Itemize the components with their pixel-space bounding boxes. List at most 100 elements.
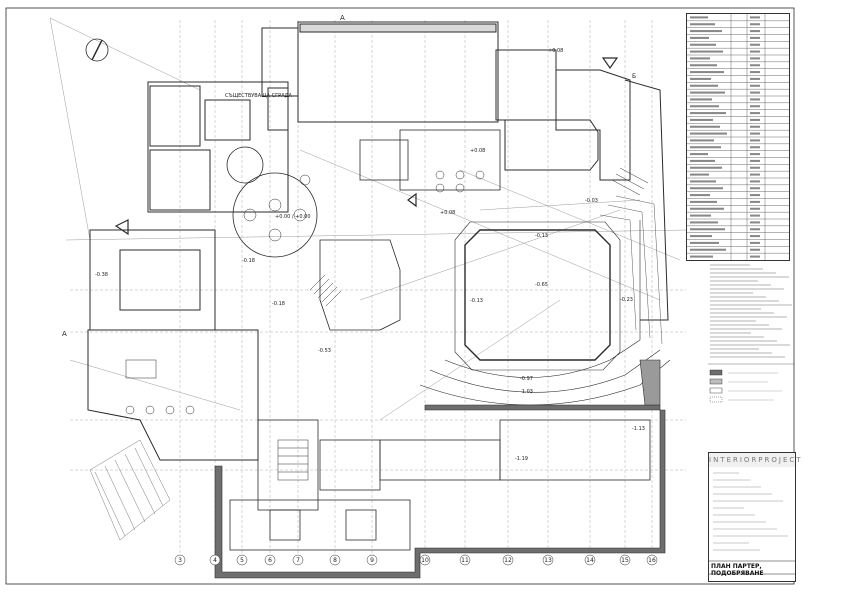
schedule-row-text: [690, 207, 724, 210]
elevation-mark: -1.13: [632, 426, 645, 432]
grid-label: 13: [544, 557, 552, 564]
section-mark-b: Б: [632, 73, 636, 80]
elevation-mark: -0.97: [520, 376, 533, 382]
schedule-row-area: [750, 125, 760, 128]
hatched-ramp: [89, 439, 171, 541]
schedule-row-area: [750, 91, 760, 94]
schedule-row-area: [750, 146, 760, 149]
elevation-mark: +0.08: [548, 48, 563, 54]
schedule-row-text: [690, 57, 710, 60]
schedule-row-area: [750, 98, 760, 101]
elevation-mark: -0.53: [318, 348, 331, 354]
grid-label: 4: [213, 557, 217, 564]
schedule-row-area: [750, 64, 760, 67]
grid-label: 11: [461, 557, 469, 564]
schedule-row-area: [750, 16, 760, 19]
grid-label: 15: [621, 557, 629, 564]
legend-swatch-existing: [709, 387, 723, 394]
grid-label: 8: [333, 557, 337, 564]
schedule-row-area: [750, 159, 760, 162]
schedule-row-text: [690, 112, 726, 115]
grid-label: 16: [648, 557, 656, 564]
schedule-row-text: [690, 105, 719, 108]
schedule-row-area: [750, 241, 760, 244]
north-arrow-icon: [85, 38, 109, 62]
schedule-row-text: [690, 187, 723, 190]
schedule-row-area: [750, 153, 760, 156]
section-mark-a-left: A: [62, 330, 67, 338]
title-block-grid: [709, 472, 795, 575]
schedule-row-text: [690, 228, 725, 231]
elevation-mark: -0.18: [272, 301, 285, 307]
schedule-row-area: [750, 84, 760, 87]
room-schedule-grid: [687, 14, 789, 260]
schedule-row-text: [690, 43, 716, 46]
schedule-row-text: [690, 241, 719, 244]
schedule-row-text: [690, 194, 710, 197]
schedule-row-area: [750, 221, 760, 224]
elevation-mark: -0.13: [535, 233, 548, 239]
elevation-mark: +0.00 / +0.00: [275, 214, 311, 220]
furniture: [125, 170, 485, 415]
schedule-row-area: [750, 173, 760, 176]
seating-tiers: [599, 195, 663, 345]
elevation-mark: +0.08: [440, 210, 455, 216]
schedule-row-text: [690, 255, 713, 258]
schedule-row-area: [750, 132, 760, 135]
schedule-row-text: [690, 166, 722, 169]
grid-label: 12: [504, 557, 512, 564]
schedule-row-area: [750, 200, 760, 203]
schedule-row-text: [690, 36, 709, 39]
schedule-row-area: [750, 57, 760, 60]
schedule-row-area: [750, 105, 760, 108]
schedule-row-text: [690, 214, 711, 217]
schedule-row-text: [690, 248, 726, 251]
legend-swatches: [708, 363, 794, 403]
schedule-row-area: [750, 50, 760, 53]
elevation-mark: +0.08: [470, 148, 485, 154]
notes-lines: [710, 264, 792, 358]
octagon-stage: [419, 220, 671, 406]
grid-label: 10: [421, 557, 429, 564]
schedule-row-area: [750, 77, 760, 80]
schedule-row-area: [750, 248, 760, 251]
grid-label: 9: [370, 557, 374, 564]
schedule-row-area: [750, 23, 760, 26]
sheet-title: ПЛАН ПАРТЕР, ПОДОБРЯВАНЕ: [711, 563, 764, 577]
legend-swatch-partition: [709, 378, 723, 385]
schedule-row-text: [690, 50, 723, 53]
schedule-row-area: [750, 36, 760, 39]
grid-label: 5: [240, 557, 244, 564]
sheet-border: [5, 7, 795, 585]
upper-building: [261, 21, 669, 321]
elevation-mark: -0.13: [470, 298, 483, 304]
room-schedule: [686, 13, 790, 261]
schedule-row-area: [750, 71, 760, 74]
schedule-row-area: [750, 112, 760, 115]
schedule-row-area: [750, 235, 760, 238]
legend: [708, 362, 794, 412]
general-notes: [708, 262, 794, 422]
elevation-mark: -0.03: [585, 198, 598, 204]
schedule-row-text: [690, 235, 712, 238]
schedule-row-area: [750, 180, 760, 183]
schedule-row-area: [750, 187, 760, 190]
schedule-row-area: [750, 228, 760, 231]
schedule-row-area: [750, 139, 760, 142]
grid-bubbles: [174, 554, 658, 566]
legend-swatch-wall: [709, 369, 723, 376]
south-wall: [214, 359, 666, 579]
schedule-row-area: [750, 166, 760, 169]
axis-lines: [70, 20, 686, 560]
schedule-row-text: [690, 159, 715, 162]
schedule-row-text: [690, 125, 720, 128]
left-wing: [87, 81, 289, 461]
schedule-row-area: [750, 214, 760, 217]
central-hall: [226, 129, 501, 331]
schedule-row-text: [690, 91, 725, 94]
schedule-row-area: [750, 118, 760, 121]
room-label-existing: СЪЩЕСТВУВАЩА СГРАДА: [225, 93, 293, 99]
schedule-row-area: [750, 207, 760, 210]
